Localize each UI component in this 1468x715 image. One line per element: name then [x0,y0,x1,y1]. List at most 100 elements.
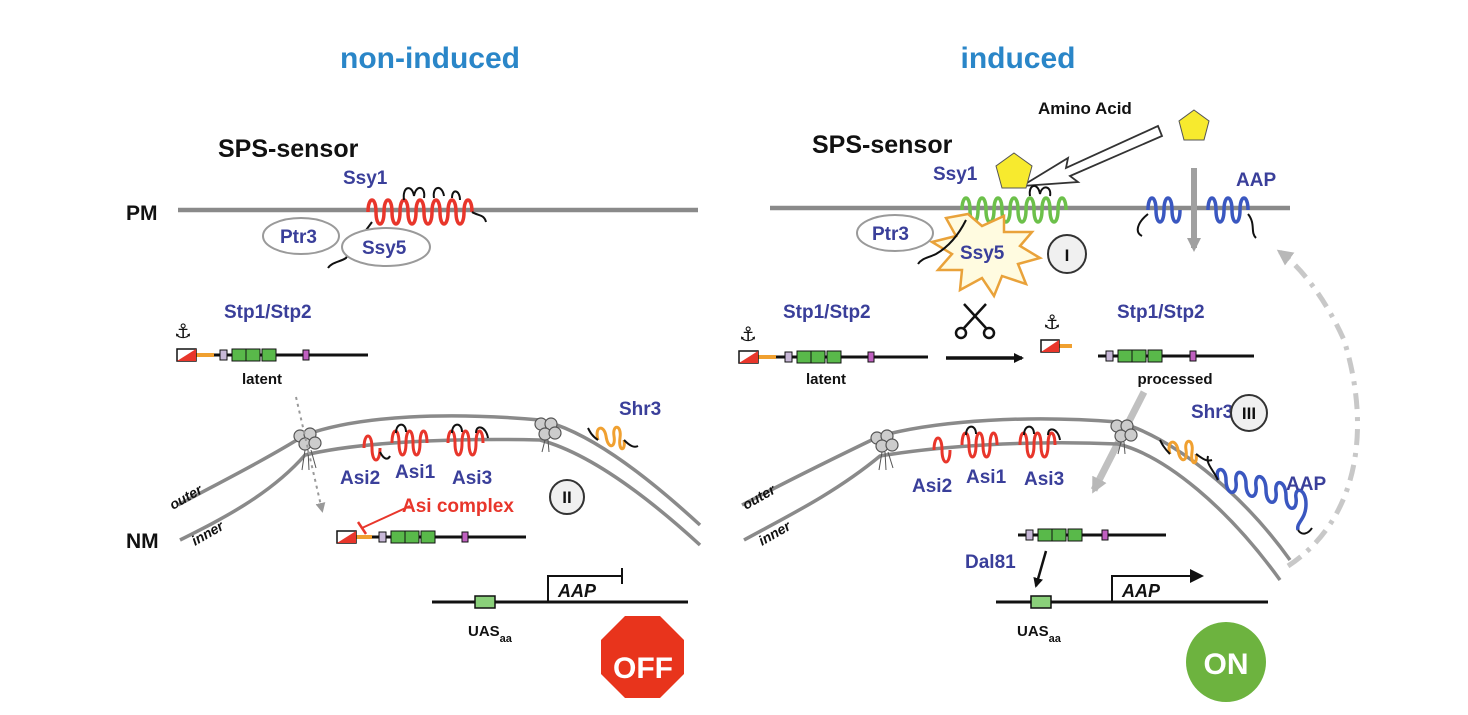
right-aap-nm-protein [1215,467,1308,531]
left-latent-label: latent [242,371,282,388]
off-stop-sign [601,616,684,698]
right-ssy1-protein [960,196,1068,224]
right-gene-label: AAP [1121,581,1161,601]
right-aap-pm-protein [1146,196,1250,224]
left-uas-label: UASaa [468,623,513,645]
amino-acid-pentagon-bound [995,152,1033,189]
left-ptr3-ellipse [262,217,340,255]
right-asi1-label: Asi1 [966,467,1007,488]
left-nuclear-pore-2 [534,417,562,453]
aap-trafficking-arrow [1276,249,1360,569]
left-asi-complex-label: Asi complex [402,496,514,517]
right-asi3-protein [1018,431,1057,459]
right-ssy5-label: Ssy5 [960,243,1005,264]
left-ssy5-label: Ssy5 [362,238,407,259]
right-anchor-icon-cleaved: ⚓ [1043,312,1061,334]
left-shr3-label: Shr3 [619,399,661,420]
right-nm-inner [743,441,1282,582]
left-ssy1-protein [366,198,474,226]
right-active-promoter [1111,575,1190,602]
right-step3-circle [1230,394,1268,432]
left-uas-sub: aa [500,633,513,645]
off-status-label: OFF [613,652,673,685]
right-step3-label: III [1242,404,1256,423]
left-sensor-label: SPS-sensor [218,135,359,163]
right-ssy1-loops [1028,185,1052,197]
right-shr3-tails [1159,439,1213,462]
left-inhibition-line [361,505,411,529]
cleaved-anchor-fill [1041,340,1059,352]
right-uas-text: UAS [1017,623,1049,640]
left-asi2-label: Asi2 [340,468,380,489]
left-asi3-protein [446,429,485,457]
right-uas-label: UASaa [1017,623,1062,645]
left-inhibition-bar [356,521,368,535]
right-aap-nm-label: AAP [1286,474,1326,495]
amino-acid-arrow [1021,124,1164,187]
left-asi1-label: Asi1 [395,462,436,483]
scissors-icon [954,303,996,340]
left-title: non-induced [340,42,520,75]
left-outer-label: outer [167,480,207,512]
right-asi3-label: Asi3 [1024,469,1064,490]
right-transcription-arrowhead [1190,569,1204,583]
right-shr3-label: Shr3 [1191,402,1233,423]
left-ssy1-tail [471,211,487,223]
right-shr3-protein [1167,439,1198,465]
right-step1-label: I [1065,246,1070,265]
left-uas-text: UAS [468,623,500,640]
left-nuclear-stp-construct [336,530,526,544]
left-ssy1-label: Ssy1 [343,168,388,189]
left-ssy1-loops [402,187,461,201]
right-ptr3-ellipse [856,214,934,252]
left-asi-loops [379,423,489,460]
right-aap-nm-tails [1206,455,1313,535]
pm-label: PM [126,202,158,225]
right-stp-processed-construct [1098,349,1254,363]
left-ptr3-label: Ptr3 [280,227,317,248]
dal81-label: Dal81 [965,552,1016,573]
right-uas-box [1030,595,1052,609]
right-uas-sub: aa [1049,633,1062,645]
dal81-arrow [1033,550,1048,588]
right-stp-latent-construct [738,350,928,364]
right-processed-label: processed [1137,371,1212,388]
right-ptr3-label: Ptr3 [872,224,909,245]
right-aap-top-label: AAP [1236,170,1276,191]
right-stp-processed-label: Stp1/Stp2 [1117,302,1205,323]
left-anchor-icon: ⚓ [174,321,192,343]
right-nm-outer [741,417,1292,562]
right-latent-label: latent [806,371,846,388]
right-panel: induced SPS-sensor Amino Acid Ssy1 Ssy5 … [738,42,1360,702]
right-asi2-label: Asi2 [912,476,952,497]
left-asi2-protein [362,434,382,462]
left-asi1-protein [390,429,429,457]
right-ssy1-nterm [917,219,967,265]
left-step-circle [549,479,585,515]
left-shr3-protein [595,425,626,451]
left-step-label: II [562,488,571,507]
left-blocked-promoter [547,568,623,602]
left-panel: non-induced SPS-sensor PM Ssy1 Ptr3 Ssy5… [126,42,702,698]
right-sensor-label: SPS-sensor [812,131,953,159]
right-nuclear-pore-2 [1110,419,1138,455]
left-shr3-tails [587,427,639,448]
right-ssy1-label: Ssy1 [933,164,978,185]
left-import-arrow [295,396,326,513]
right-nuclear-pore-1 [870,429,899,471]
left-nm-inner [179,437,702,547]
left-stp-label: Stp1/Stp2 [224,302,312,323]
right-asi2-protein [932,436,952,464]
on-circle [1186,622,1266,702]
left-nm-outer [177,414,702,527]
left-uas-box [474,595,496,609]
left-nuclear-pore-1 [293,427,322,471]
right-anchor-icon-latent: ⚓ [739,324,757,346]
right-asi1-protein [960,431,999,459]
right-title: induced [960,42,1075,75]
left-inner-label: inner [189,517,228,549]
right-step1-circle [1047,234,1087,274]
amino-acid-label: Amino Acid [1038,99,1132,118]
